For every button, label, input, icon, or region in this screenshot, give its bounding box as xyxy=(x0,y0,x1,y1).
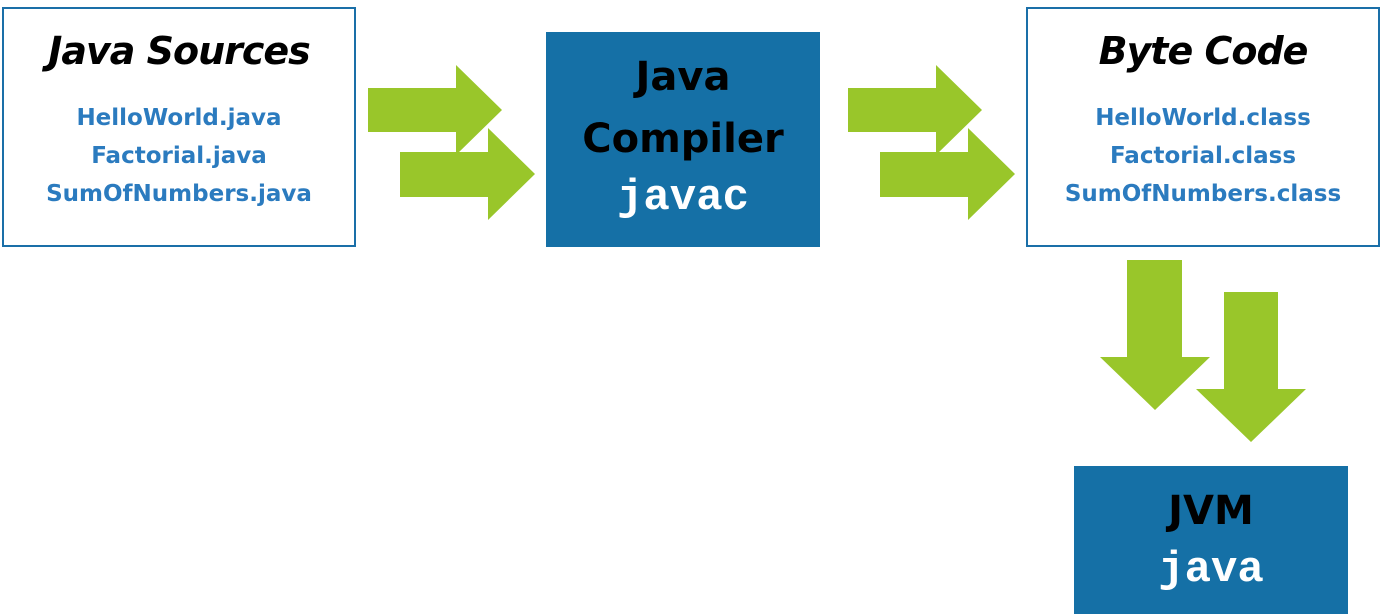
right-arrow-icon xyxy=(848,65,982,155)
java-sources-file-list: HelloWorld.java Factorial.java SumOfNumb… xyxy=(4,99,354,213)
down-arrow-icon xyxy=(1196,292,1306,442)
right-arrow-icon xyxy=(368,65,502,155)
jvm-box: JVM java xyxy=(1074,466,1348,614)
byte-code-title: Byte Code xyxy=(1098,29,1309,73)
java-command: java xyxy=(1158,545,1264,595)
right-arrow-icon xyxy=(880,128,1015,220)
jvm-title: JVM xyxy=(1168,488,1254,534)
class-file-item: Factorial.class xyxy=(1109,143,1297,169)
byte-code-box: Byte Code HelloWorld.class Factorial.cla… xyxy=(1026,7,1380,247)
java-compiler-box: Java Compiler javac xyxy=(546,32,820,247)
java-sources-box: Java Sources HelloWorld.java Factorial.j… xyxy=(2,7,356,247)
source-file-item: Factorial.java xyxy=(91,143,267,169)
source-file-item: HelloWorld.java xyxy=(76,105,282,131)
java-sources-title: Java Sources xyxy=(48,29,311,73)
byte-code-file-list: HelloWorld.class Factorial.class SumOfNu… xyxy=(1028,99,1378,213)
source-file-item: SumOfNumbers.java xyxy=(46,181,312,207)
javac-command: javac xyxy=(616,173,750,223)
class-file-item: HelloWorld.class xyxy=(1095,105,1311,131)
down-arrow-icon xyxy=(1100,260,1210,410)
java-compiler-title-line2: Compiler xyxy=(582,116,784,162)
right-arrow-icon xyxy=(400,128,535,220)
class-file-item: SumOfNumbers.class xyxy=(1064,181,1342,207)
java-compiler-title-line1: Java xyxy=(635,54,731,100)
